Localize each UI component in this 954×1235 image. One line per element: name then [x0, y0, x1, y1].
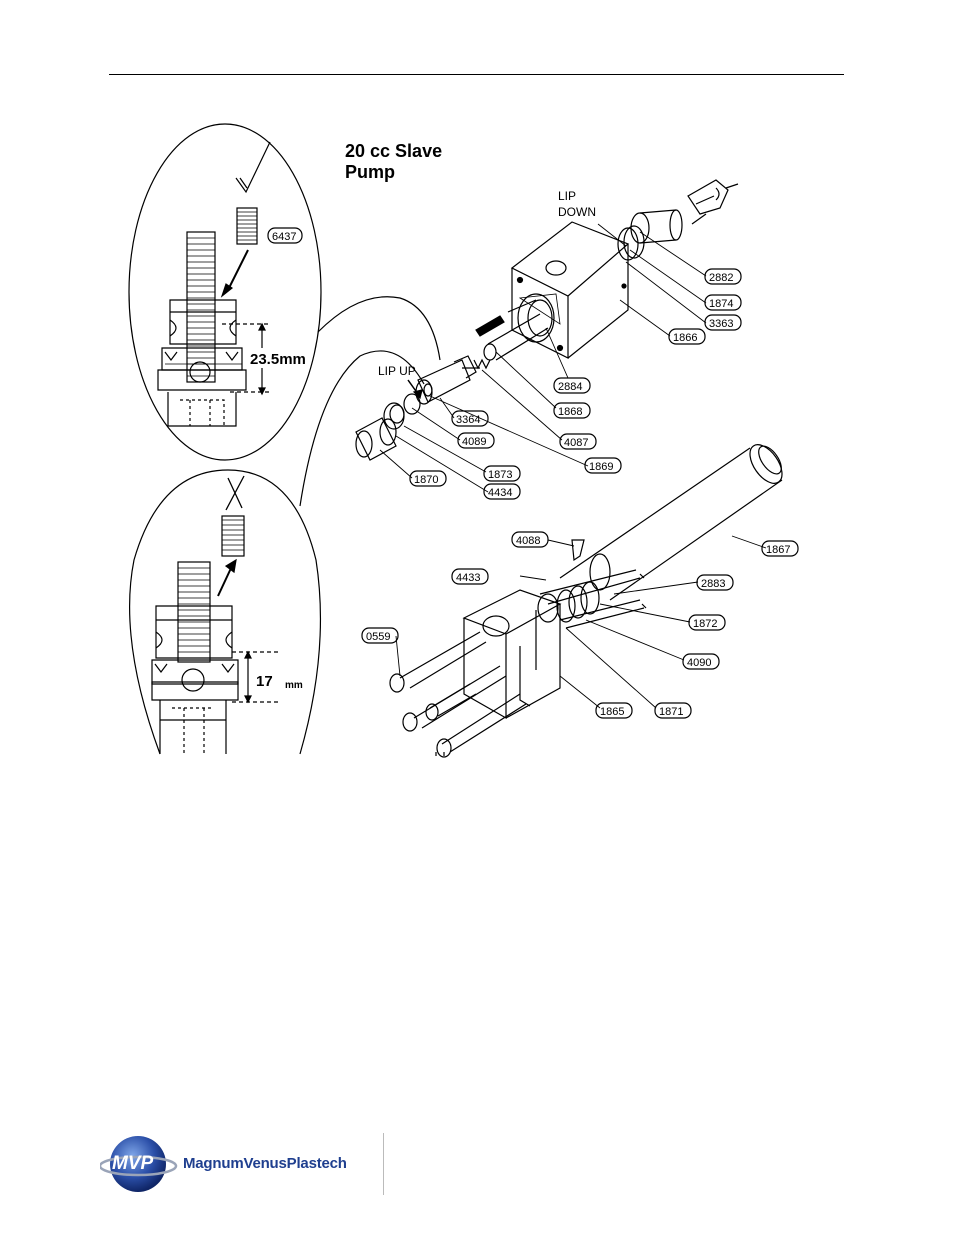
dimension-wrong-unit: mm — [285, 680, 303, 691]
diagram-title-line2: Pump — [345, 162, 395, 182]
part-label-3364: 3364 — [456, 414, 480, 426]
dimension-correct: 23.5mm — [250, 351, 306, 368]
part-label-3363: 3363 — [709, 318, 733, 330]
part-label-4090: 4090 — [687, 657, 711, 669]
logo-company-name: MagnumVenusPlastech — [183, 1155, 347, 1172]
part-label-1866: 1866 — [673, 332, 697, 344]
spring-small — [221, 515, 245, 557]
label-lip-up: LIP UP — [378, 364, 416, 378]
header-rule — [109, 74, 844, 75]
part-label-1867: 1867 — [766, 544, 790, 556]
mvp-orb-icon — [100, 1136, 178, 1192]
part-label-4088: 4088 — [516, 535, 540, 547]
part-label-1874: 1874 — [709, 298, 733, 310]
part-label-1868: 1868 — [558, 406, 582, 418]
correct-assembly-detail: 23.5mm 6437 — [128, 123, 322, 461]
diagram-title-line1: 20 cc Slave — [345, 141, 442, 161]
incorrect-assembly-detail: 17 mm — [128, 469, 322, 755]
part-label-2882: 2882 — [709, 272, 733, 284]
part-label-0559: 0559 — [366, 631, 390, 643]
part-label-1865: 1865 — [600, 706, 624, 718]
part-label-6437: 6437 — [272, 231, 296, 243]
spring-6437 — [236, 207, 258, 245]
part-label-1872: 1872 — [693, 618, 717, 630]
part-label-1870: 1870 — [414, 474, 438, 486]
part-label-1871: 1871 — [659, 706, 683, 718]
upper-pump-assembly — [355, 179, 739, 461]
check-mark-icon — [235, 141, 271, 194]
logo-mark-text: MVP — [112, 1153, 154, 1174]
part-label-2884: 2884 — [558, 381, 582, 393]
company-logo: MVP MagnumVenusPlastech — [100, 1133, 384, 1195]
dimension-wrong-value: 17 — [256, 673, 273, 690]
part-number-callouts: 2882 1874 3363 1866 2884 1868 4087 3364 … — [361, 268, 799, 719]
label-lip-down-2: DOWN — [558, 205, 596, 219]
part-label-2883: 2883 — [701, 578, 725, 590]
label-lip-down-1: LIP — [558, 189, 576, 203]
x-mark-icon — [225, 475, 245, 511]
part-label-4434: 4434 — [488, 487, 512, 499]
part-label-4087: 4087 — [564, 437, 588, 449]
lower-pump-assembly — [389, 444, 783, 758]
part-label-1869: 1869 — [589, 461, 613, 473]
part-label-1873: 1873 — [488, 469, 512, 481]
part-label-4089: 4089 — [462, 436, 486, 448]
part-label-4433: 4433 — [456, 572, 480, 584]
threaded-body — [186, 231, 216, 383]
